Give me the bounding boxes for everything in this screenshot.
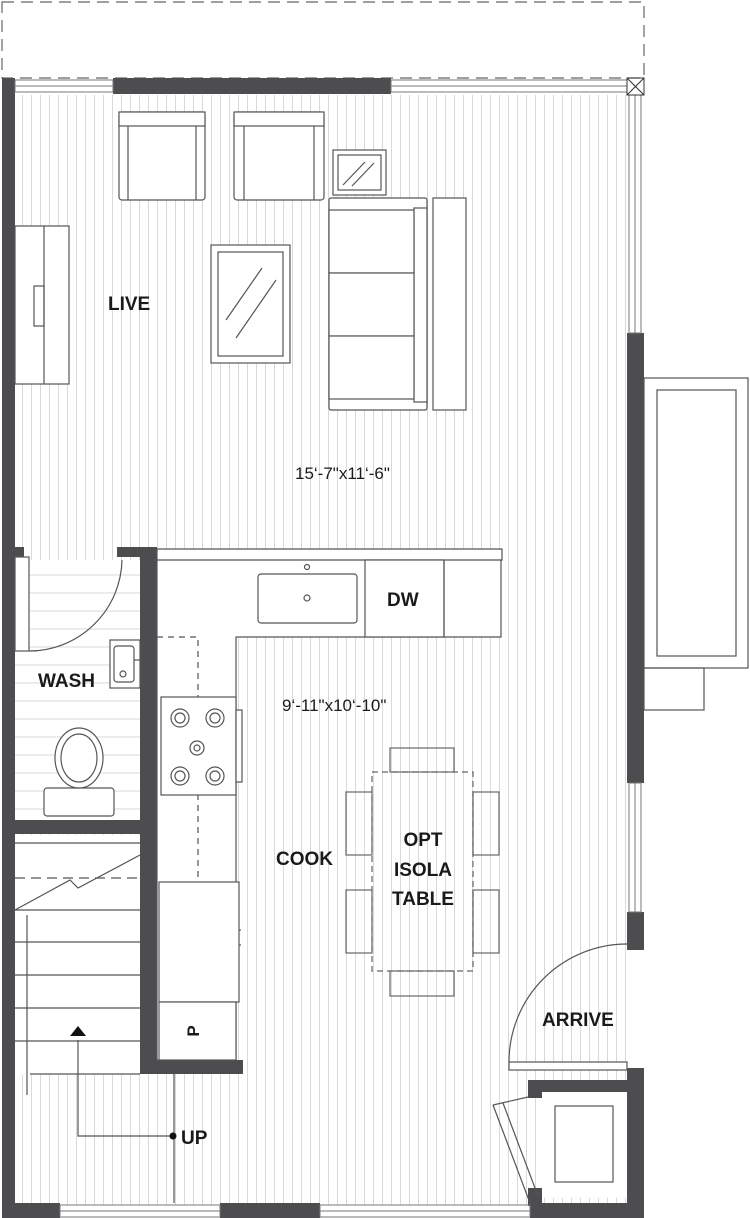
floor-texture — [15, 95, 632, 1205]
coffee-table — [210, 244, 291, 364]
room-label-arrive: ARRIVE — [542, 1010, 614, 1031]
armchair-right — [233, 111, 325, 201]
label-pantry: P — [184, 1025, 203, 1036]
tv-unit — [14, 225, 70, 385]
windows — [14, 77, 645, 1218]
sofa — [328, 197, 428, 411]
room-label-live: LIVE — [108, 294, 150, 315]
cooktop — [160, 696, 243, 796]
label-dishwasher: DW — [387, 590, 419, 611]
console-table — [432, 197, 467, 411]
kitchen — [156, 548, 503, 1061]
table-label-line2: ISOLA — [394, 860, 452, 881]
stairs — [14, 842, 175, 1203]
doors — [14, 556, 628, 1204]
up-marker-dot — [169, 1132, 177, 1140]
stair-label-up: UP — [181, 1128, 208, 1149]
exterior-planter — [643, 377, 749, 711]
kitchen-sink — [257, 563, 358, 624]
table-label-line3: TABLE — [392, 889, 454, 910]
upper-balcony-outline — [1, 1, 645, 79]
room-label-wash: WASH — [38, 671, 95, 692]
room-label-cook: COOK — [276, 849, 333, 870]
wash-fixtures — [43, 639, 141, 817]
kitchen-dimensions: 9‘-11"x10‘-10" — [282, 696, 386, 715]
labels: LIVE 15‘-7"x11‘-6" WASH DW 9‘-11"x10‘-10… — [38, 294, 614, 1149]
pantry — [158, 1001, 237, 1061]
living-furniture — [14, 111, 467, 411]
toilet — [43, 727, 115, 817]
dining-set — [345, 747, 500, 997]
walls — [2, 78, 644, 1218]
wash-sink — [109, 639, 141, 689]
live-dimensions: 15‘-7"x11‘-6" — [295, 464, 390, 483]
refrigerator — [158, 881, 241, 1003]
side-table — [332, 149, 387, 196]
stair-arrow-icon — [70, 1026, 86, 1036]
armchair-left — [118, 111, 206, 201]
table-label-line1: OPT — [403, 830, 442, 851]
